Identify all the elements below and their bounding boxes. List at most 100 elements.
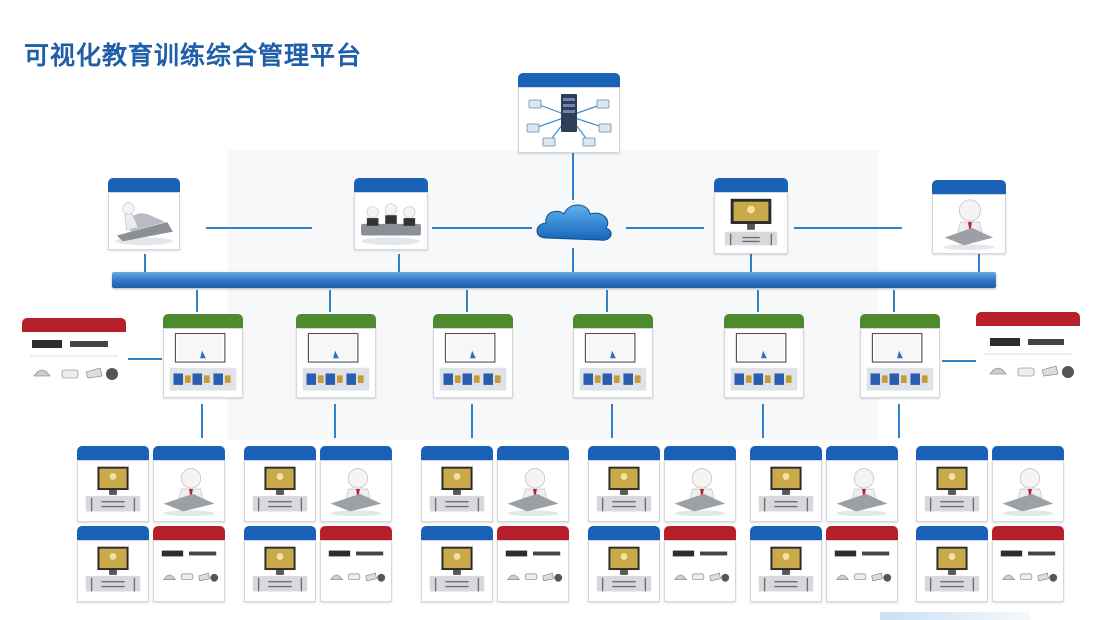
node-label	[860, 314, 940, 328]
surveillance-devices-icon	[664, 540, 736, 602]
connector-line	[334, 404, 336, 438]
computer-terminal-icon	[421, 460, 493, 522]
terminal-node	[244, 446, 316, 522]
laptop-user-icon	[153, 460, 225, 522]
training-site-icon	[433, 328, 513, 398]
surveillance-devices-icon	[992, 540, 1064, 602]
node-label	[916, 446, 988, 460]
terminal-node	[826, 446, 898, 522]
aux-devices-right	[976, 312, 1080, 392]
node-label	[497, 446, 569, 460]
terminal-node	[664, 446, 736, 522]
page-title: 可视化教育训练综合管理平台	[24, 41, 363, 70]
connector-line	[329, 290, 331, 312]
node-label	[992, 526, 1064, 540]
connector-line	[893, 290, 895, 312]
connector-line	[398, 254, 400, 272]
terminal-node	[244, 526, 316, 602]
node-label	[77, 446, 149, 460]
node-label	[354, 178, 428, 192]
connector-line	[942, 360, 976, 362]
terminal-node	[77, 526, 149, 602]
laptop-user-icon	[826, 460, 898, 522]
computer-terminal-icon	[77, 540, 149, 602]
node-label	[153, 446, 225, 460]
node-label	[664, 526, 736, 540]
surveillance-devices-icon	[497, 540, 569, 602]
connector-line	[471, 404, 473, 438]
node-label	[518, 73, 620, 87]
node-label	[77, 526, 149, 540]
surveillance-devices-icon	[976, 326, 1080, 392]
computer-terminal-icon	[77, 460, 149, 522]
laptop-user-icon	[932, 194, 1006, 254]
node-label	[750, 526, 822, 540]
computer-terminal-icon	[421, 540, 493, 602]
terminal-node	[992, 446, 1064, 522]
cloud-network-icon	[532, 198, 616, 248]
node-label	[421, 526, 493, 540]
computer-terminal-icon	[750, 460, 822, 522]
node-label	[976, 312, 1080, 326]
connector-line	[572, 152, 574, 200]
terminal-node	[588, 526, 660, 602]
node-label	[433, 314, 513, 328]
terminal-node	[497, 526, 569, 602]
connector-line	[611, 404, 613, 438]
monitor-terminal-icon	[714, 192, 788, 254]
connector-line	[572, 248, 574, 274]
node-label	[320, 446, 392, 460]
computer-terminal-icon	[244, 540, 316, 602]
computer-terminal-icon	[750, 540, 822, 602]
training-site-icon	[573, 328, 653, 398]
terminal-node	[916, 446, 988, 522]
node-label	[932, 180, 1006, 194]
server-cluster-icon	[518, 87, 620, 153]
upper-node-laptop	[932, 180, 1006, 254]
terminal-node	[992, 526, 1064, 602]
node-label	[296, 314, 376, 328]
terminal-node	[153, 446, 225, 522]
node-label	[724, 314, 804, 328]
connector-line	[196, 290, 198, 312]
node-label	[320, 526, 392, 540]
node-label	[916, 526, 988, 540]
terminal-node	[497, 446, 569, 522]
surveillance-devices-icon	[153, 540, 225, 602]
computer-terminal-icon	[588, 460, 660, 522]
connector-line	[432, 227, 532, 229]
connector-line	[762, 404, 764, 438]
upper-node-monitor	[714, 178, 788, 254]
node-label	[992, 446, 1064, 460]
node-label	[153, 526, 225, 540]
training-site-node	[724, 314, 804, 398]
node-label	[244, 446, 316, 460]
network-bus	[112, 272, 996, 288]
computer-terminal-icon	[916, 460, 988, 522]
upper-node-flight-simulator	[108, 178, 180, 250]
connector-line	[757, 290, 759, 312]
node-label	[22, 318, 126, 332]
training-site-node	[860, 314, 940, 398]
surveillance-devices-icon	[22, 332, 126, 394]
connector-line	[144, 254, 146, 272]
flight-simulator-icon	[108, 192, 180, 250]
training-site-node	[163, 314, 243, 398]
connector-line	[794, 227, 902, 229]
connector-line	[978, 254, 980, 272]
node-label	[573, 314, 653, 328]
laptop-user-icon	[497, 460, 569, 522]
computer-terminal-icon	[916, 540, 988, 602]
terminal-node	[750, 526, 822, 602]
node-label	[588, 526, 660, 540]
terminal-node	[588, 446, 660, 522]
surveillance-devices-icon	[320, 540, 392, 602]
terminal-node	[421, 526, 493, 602]
node-label	[826, 526, 898, 540]
connector-line	[626, 227, 704, 229]
terminal-node	[320, 446, 392, 522]
laptop-user-icon	[664, 460, 736, 522]
node-label	[750, 446, 822, 460]
server-center-node	[518, 73, 620, 153]
node-label	[588, 446, 660, 460]
